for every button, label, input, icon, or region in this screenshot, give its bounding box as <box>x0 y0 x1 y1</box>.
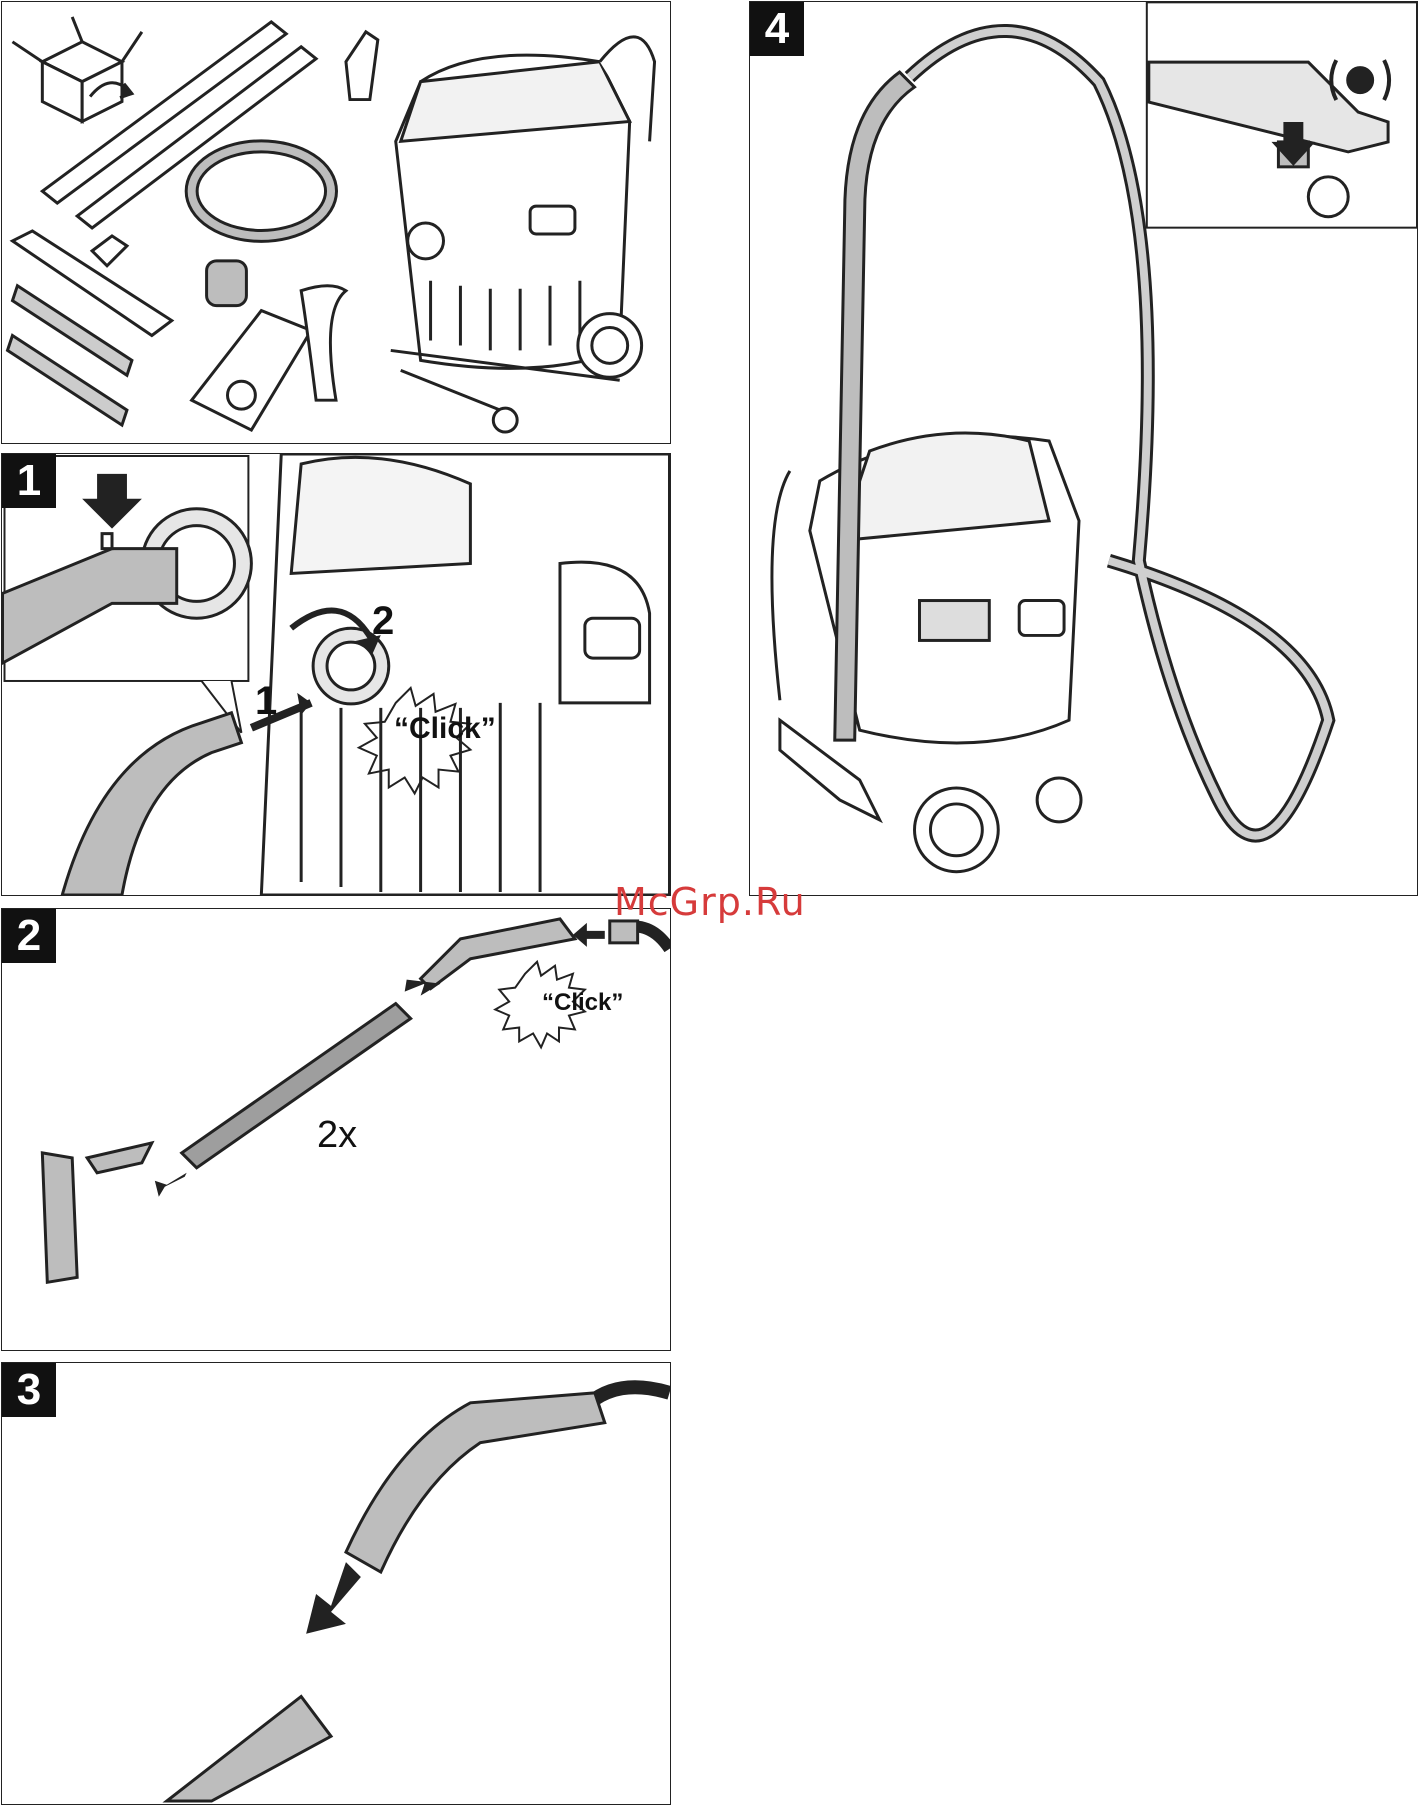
panel-step-1: 1 <box>1 453 671 896</box>
step-4-illustration <box>750 2 1417 895</box>
step-3-illustration <box>2 1363 670 1804</box>
panel-contents <box>1 1 671 444</box>
callout-rotate: 2 <box>372 599 394 644</box>
panel-step-3: 3 <box>1 1362 671 1805</box>
step-number: 2 <box>2 909 56 963</box>
watermark: McGrp.Ru <box>614 880 806 924</box>
click-label: “Click” <box>394 712 496 746</box>
step-1-illustration <box>2 454 670 895</box>
unpack-box-icon <box>12 17 141 122</box>
panel-step-2: 2 2x “Click” <box>1 908 671 1351</box>
step-number: 1 <box>2 454 56 508</box>
count-label: 2x <box>317 1114 357 1157</box>
step-number: 3 <box>2 1363 56 1417</box>
click-label: “Click” <box>542 989 623 1017</box>
callout-insert: 1 <box>255 679 277 724</box>
panel-step-4: 4 <box>749 1 1418 896</box>
step-number: 4 <box>750 2 804 56</box>
contents-illustration <box>2 2 670 443</box>
arrow-down-icon <box>306 1562 361 1634</box>
